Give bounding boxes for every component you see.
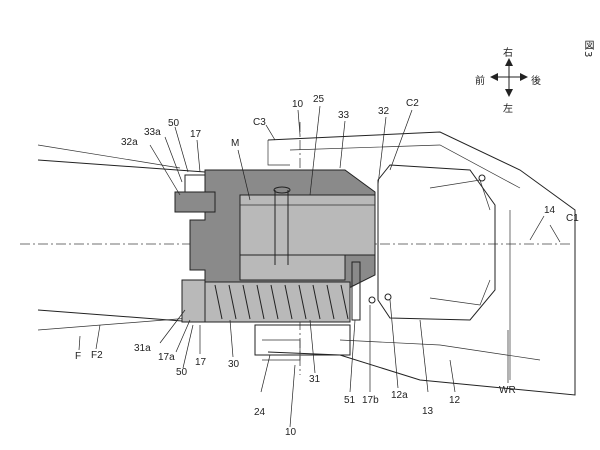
lower-mount-31a	[181, 279, 206, 323]
leader-lines	[78, 105, 561, 428]
swing-arm-upper-inner	[289, 144, 521, 189]
label-wr: WR	[499, 385, 516, 396]
direction-right-label: 後	[531, 76, 541, 87]
direction-down-label: 左	[503, 104, 513, 115]
label-31: 31	[309, 374, 321, 385]
label-30: 30	[228, 359, 240, 370]
direction-cross	[490, 58, 528, 97]
label-12: 12	[449, 395, 461, 406]
label-33a: 33a	[144, 127, 161, 138]
label-24: 24	[254, 407, 266, 418]
spring-30	[204, 281, 351, 323]
fork-14	[377, 164, 496, 321]
direction-up-label: 右	[503, 48, 513, 59]
rod-51	[351, 261, 361, 321]
bolt-12a	[384, 293, 392, 301]
frame-upper-inner-edge	[37, 144, 181, 169]
figure-label: 図3	[582, 40, 593, 59]
label-32a: 32a	[121, 137, 138, 148]
direction-left-label: 前	[475, 76, 485, 87]
pin-25	[274, 190, 289, 265]
label-32: 32	[378, 106, 390, 117]
label-c2: C2	[406, 98, 419, 109]
label-c1: C1	[566, 213, 579, 224]
bolt-17b	[368, 296, 376, 304]
upper-mount-32a	[174, 191, 216, 213]
label-13: 13	[422, 406, 434, 417]
label-25: 25	[313, 94, 325, 105]
bracket-top	[267, 140, 290, 166]
frame-lower-inner-edge	[37, 317, 191, 331]
pin-head	[273, 186, 291, 194]
label-12a: 12a	[391, 390, 408, 401]
frame-lower-edge	[37, 309, 196, 323]
bolt-top	[478, 174, 486, 182]
bracket-24	[254, 324, 351, 356]
label-17b: 17b	[362, 395, 379, 406]
label-50-top: 50	[168, 118, 180, 129]
label-51: 51	[344, 395, 356, 406]
fork-inner-bottom	[429, 279, 491, 306]
label-17-bottom: 17	[195, 357, 207, 368]
lower-block	[239, 254, 346, 281]
label-31a: 31a	[134, 343, 151, 354]
label-m: M	[231, 138, 240, 149]
label-10-top: 10	[292, 99, 304, 110]
label-50-bottom: 50	[176, 367, 188, 378]
label-33: 33	[338, 110, 350, 121]
swing-arm-lower-inner	[339, 339, 541, 361]
swing-arm-outline	[267, 131, 576, 396]
label-14: 14	[544, 205, 556, 216]
label-f2: F2	[91, 350, 103, 361]
upper-mount-50	[184, 174, 206, 193]
label-10-bottom: 10	[285, 427, 297, 438]
bracket-lip	[262, 339, 301, 361]
label-c3: C3	[253, 117, 266, 128]
label-f: F	[75, 351, 82, 362]
bore-32	[239, 194, 376, 256]
fork-inner-top	[429, 179, 491, 211]
label-17-top: 17	[190, 129, 202, 140]
label-17a: 17a	[158, 352, 175, 363]
frame-upper-edge	[37, 159, 206, 173]
